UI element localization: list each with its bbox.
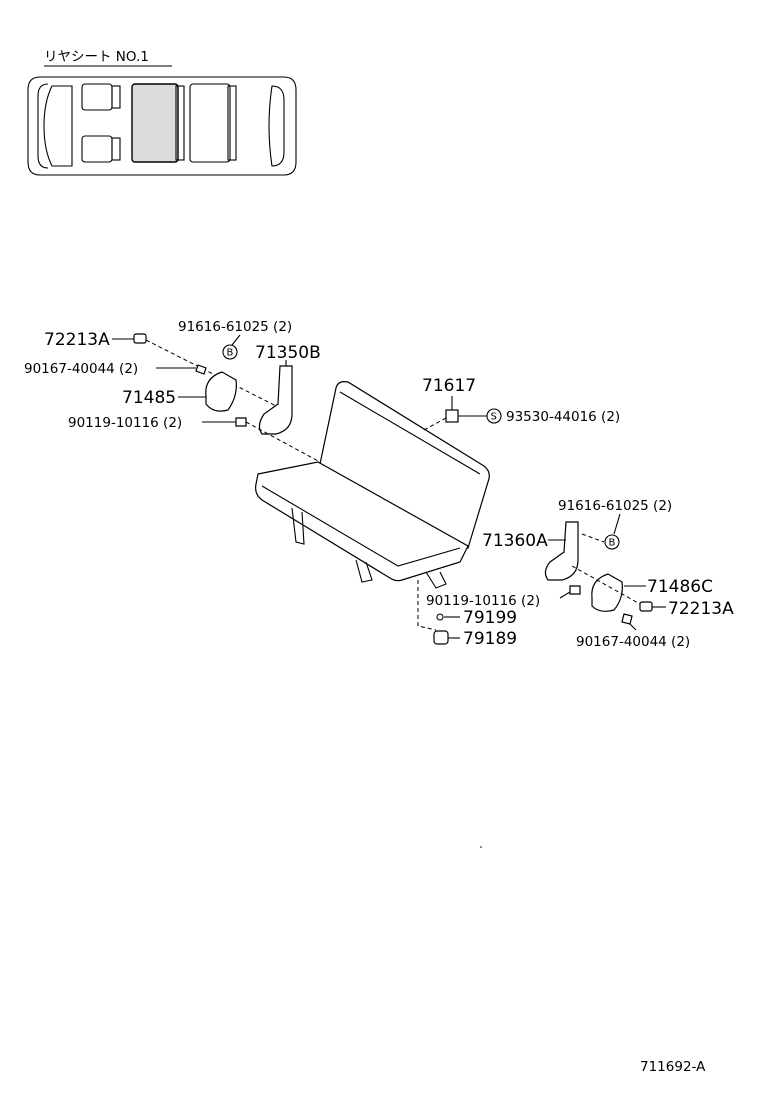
label-72213A-right: 72213A: [668, 599, 734, 619]
inset-title: リヤシート NO.1: [44, 49, 149, 65]
seatback: [319, 381, 490, 549]
label-71485: 71485: [122, 388, 176, 408]
stopper-79189: [433, 630, 449, 645]
b-mark-left: [222, 344, 238, 360]
cover-71486C: [591, 573, 623, 612]
label-90119-left: 90119-10116 (2): [68, 415, 182, 431]
rear-seat-no2-back: [227, 85, 237, 161]
label-90167-left: 90167-40044 (2): [24, 361, 138, 377]
label-79199: 79199: [463, 608, 517, 628]
figure-code: 711692-A: [640, 1059, 706, 1075]
rear-window: [268, 85, 285, 167]
rear-seat-no2: [189, 83, 231, 163]
rear-seat-no1-back: [175, 85, 185, 161]
rear-seat-assembly: [255, 381, 490, 589]
label-71360A: 71360A: [482, 531, 548, 551]
seatback-top-seam: [339, 391, 481, 475]
s-mark-label: S: [491, 412, 497, 423]
front-seat-left-back: [111, 137, 121, 161]
stopper-group: [417, 580, 460, 645]
screw-90167-right: [621, 613, 633, 625]
dashed-guide-left-lower: [245, 421, 321, 463]
front-seat-right-back: [111, 85, 121, 109]
label-91616-left: 91616-61025 (2): [178, 319, 292, 335]
stray-dot: [480, 846, 482, 848]
bolt-90119-right: [569, 585, 581, 595]
clip-71617: [445, 409, 459, 423]
hinge-71350B: [258, 365, 293, 435]
hinge-71360A: [544, 521, 579, 581]
b-mark-right-label: B: [609, 538, 616, 549]
dashboard-outline: [43, 85, 73, 167]
label-79189: 79189: [463, 629, 517, 649]
cushion-front-seam: [261, 485, 461, 567]
left-hinge-group: B: [112, 333, 321, 463]
label-71350B: 71350B: [255, 343, 321, 363]
seat-cushion: [255, 461, 469, 582]
seat-leg-2: [355, 559, 373, 583]
seat-leg-3: [425, 571, 447, 589]
cap-72213A-left: [133, 333, 147, 344]
b-mark-left-label: B: [227, 348, 234, 359]
dashed-guide-right-b: [581, 533, 605, 543]
cap-72213A-right: [639, 601, 653, 612]
front-seat-right: [81, 83, 113, 111]
screw-90167-left: [195, 364, 207, 375]
dashed-guide-clip: [423, 417, 447, 431]
vehicle-body-outline: [27, 76, 297, 176]
leader-90119-right: [559, 591, 571, 599]
label-72213A-left: 72213A: [44, 330, 110, 350]
leader-91616-right: [613, 513, 621, 535]
label-91616-right: 91616-61025 (2): [558, 498, 672, 514]
seat-leg-1: [291, 507, 305, 545]
dashed-guide-stopper: [417, 580, 437, 631]
center-clip-group: S: [423, 396, 502, 431]
windshield-outline: [37, 83, 49, 169]
pin-79199: [436, 613, 444, 621]
label-90119-right: 90119-10116 (2): [426, 593, 540, 609]
label-90167-right: 90167-40044 (2): [576, 634, 690, 650]
bolt-90119-left: [235, 417, 247, 427]
right-hinge-group: B: [544, 513, 666, 631]
vehicle-location-inset: リヤシート NO.1: [27, 49, 297, 176]
label-71617: 71617: [422, 376, 476, 396]
leader-91616-left: [231, 334, 241, 346]
leader-90167-right: [629, 623, 637, 631]
rear-seat-no1-highlight: [131, 83, 179, 163]
b-mark-right: [604, 534, 620, 550]
s-mark: [486, 408, 502, 424]
front-seat-left: [81, 135, 113, 163]
label-71486C: 71486C: [647, 577, 713, 597]
dashed-guide-right: [571, 565, 641, 605]
label-93530: 93530-44016 (2): [506, 409, 620, 425]
cover-71485: [205, 371, 237, 412]
